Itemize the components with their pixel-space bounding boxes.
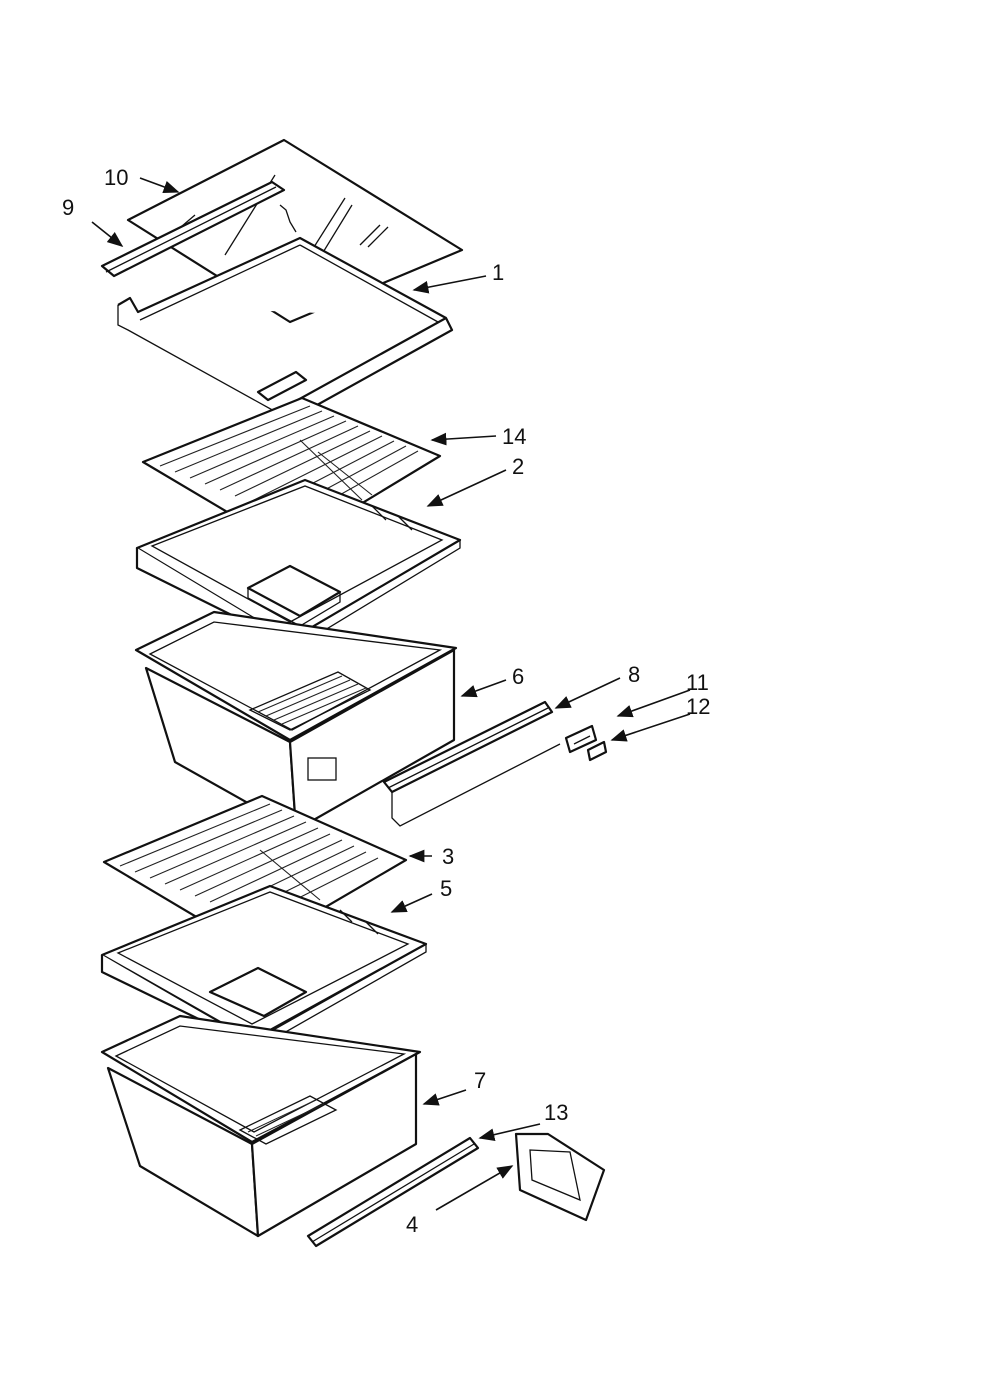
trim-cap-part-12: [586, 740, 608, 762]
crisper-cover-frame-part-5: [100, 884, 428, 1051]
leader-7: [422, 1089, 467, 1106]
callout-5: 5: [440, 876, 452, 901]
leader-1: [412, 275, 487, 294]
leader-2: [426, 469, 507, 507]
leader-lines: [91, 177, 691, 1211]
callout-4: 4: [406, 1212, 418, 1237]
callout-14: 14: [502, 424, 526, 449]
shelf-trim-part-9: [100, 180, 286, 278]
callout-labels: 10 9 1 14 2 6 8 11 12 3 5 7 13 4: [62, 165, 710, 1237]
leader-9: [91, 221, 124, 247]
callout-6: 6: [512, 664, 524, 689]
callout-7: 7: [474, 1068, 486, 1093]
leader-6: [460, 679, 507, 698]
leader-8: [554, 677, 621, 709]
crisper-drawer-part-6: [134, 610, 458, 832]
callout-10: 10: [104, 165, 128, 190]
grid-cover-part-14: [141, 396, 442, 550]
drawer-trim-part-8: [382, 700, 561, 827]
callout-3: 3: [442, 844, 454, 869]
leader-5: [390, 893, 433, 913]
callout-8: 8: [628, 662, 640, 687]
leader-12: [610, 713, 691, 742]
leader-13: [478, 1123, 541, 1141]
callout-1: 1: [492, 260, 504, 285]
drawer-trim-part-13: [306, 1136, 480, 1248]
bracket-part-4: [514, 1132, 606, 1222]
shelf-frame-part-1: [117, 204, 454, 422]
crisper-drawer-part-7: [100, 1014, 422, 1238]
leader-4: [435, 1165, 514, 1211]
leader-14: [430, 432, 497, 446]
trim-clip-part-11: [564, 724, 598, 754]
leader-11: [616, 689, 691, 718]
callout-12: 12: [686, 694, 710, 719]
leader-10: [139, 177, 180, 194]
callout-2: 2: [512, 454, 524, 479]
callout-9: 9: [62, 195, 74, 220]
callout-11: 11: [686, 670, 709, 695]
callout-13: 13: [544, 1100, 568, 1125]
